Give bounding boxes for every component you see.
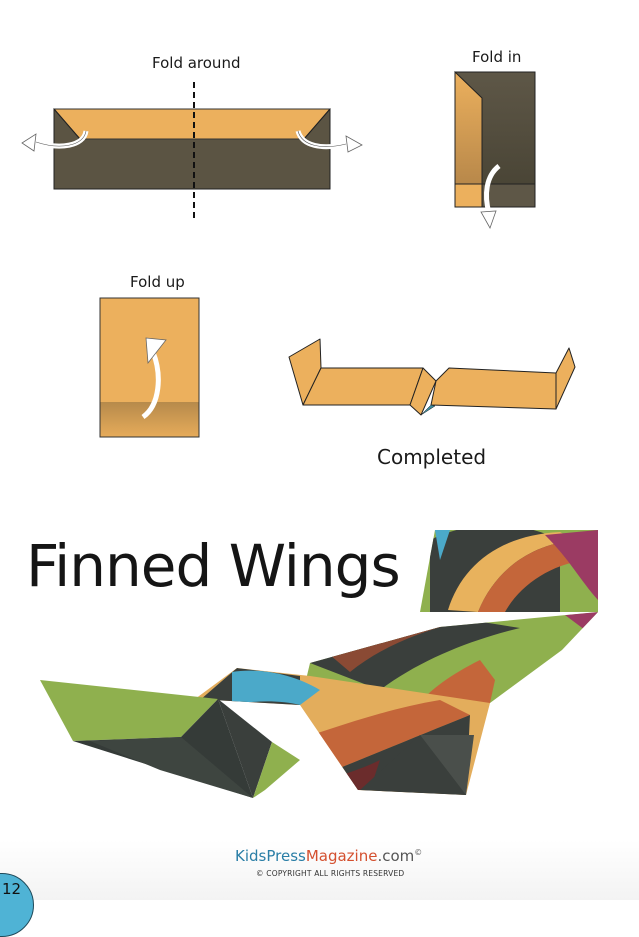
step-label-completed: Completed xyxy=(377,445,487,469)
brand-magazine: Magazine xyxy=(305,847,378,865)
brand-copyright-mark: © xyxy=(414,848,423,857)
completed-diagram xyxy=(288,338,576,416)
copyright-notice: © COPYRIGHT ALL RIGHTS RESERVED xyxy=(256,869,405,878)
page-number: 12 xyxy=(2,880,22,898)
brand-dotcom: .com xyxy=(377,847,415,865)
brand-press: Press xyxy=(266,847,306,865)
brand-logo[interactable]: KidsPressMagazine.com© xyxy=(235,847,422,865)
down-curved-arrow-icon xyxy=(480,164,501,229)
finned-wings-illustration xyxy=(40,530,598,798)
fold-around-diagram xyxy=(21,82,363,218)
step-label-fold-in: Fold in xyxy=(472,48,522,66)
up-curved-arrow-icon xyxy=(141,337,167,420)
right-curved-arrow-icon xyxy=(295,130,363,153)
left-curved-arrow-icon xyxy=(21,130,89,152)
fold-up-diagram xyxy=(99,297,200,438)
page-title: Finned Wings xyxy=(26,532,401,600)
footer-background xyxy=(0,840,639,900)
fold-in-diagram xyxy=(454,70,536,229)
step-label-fold-up: Fold up xyxy=(130,273,185,291)
brand-kids: Kids xyxy=(235,847,267,865)
step-label-fold-around: Fold around xyxy=(152,54,241,72)
